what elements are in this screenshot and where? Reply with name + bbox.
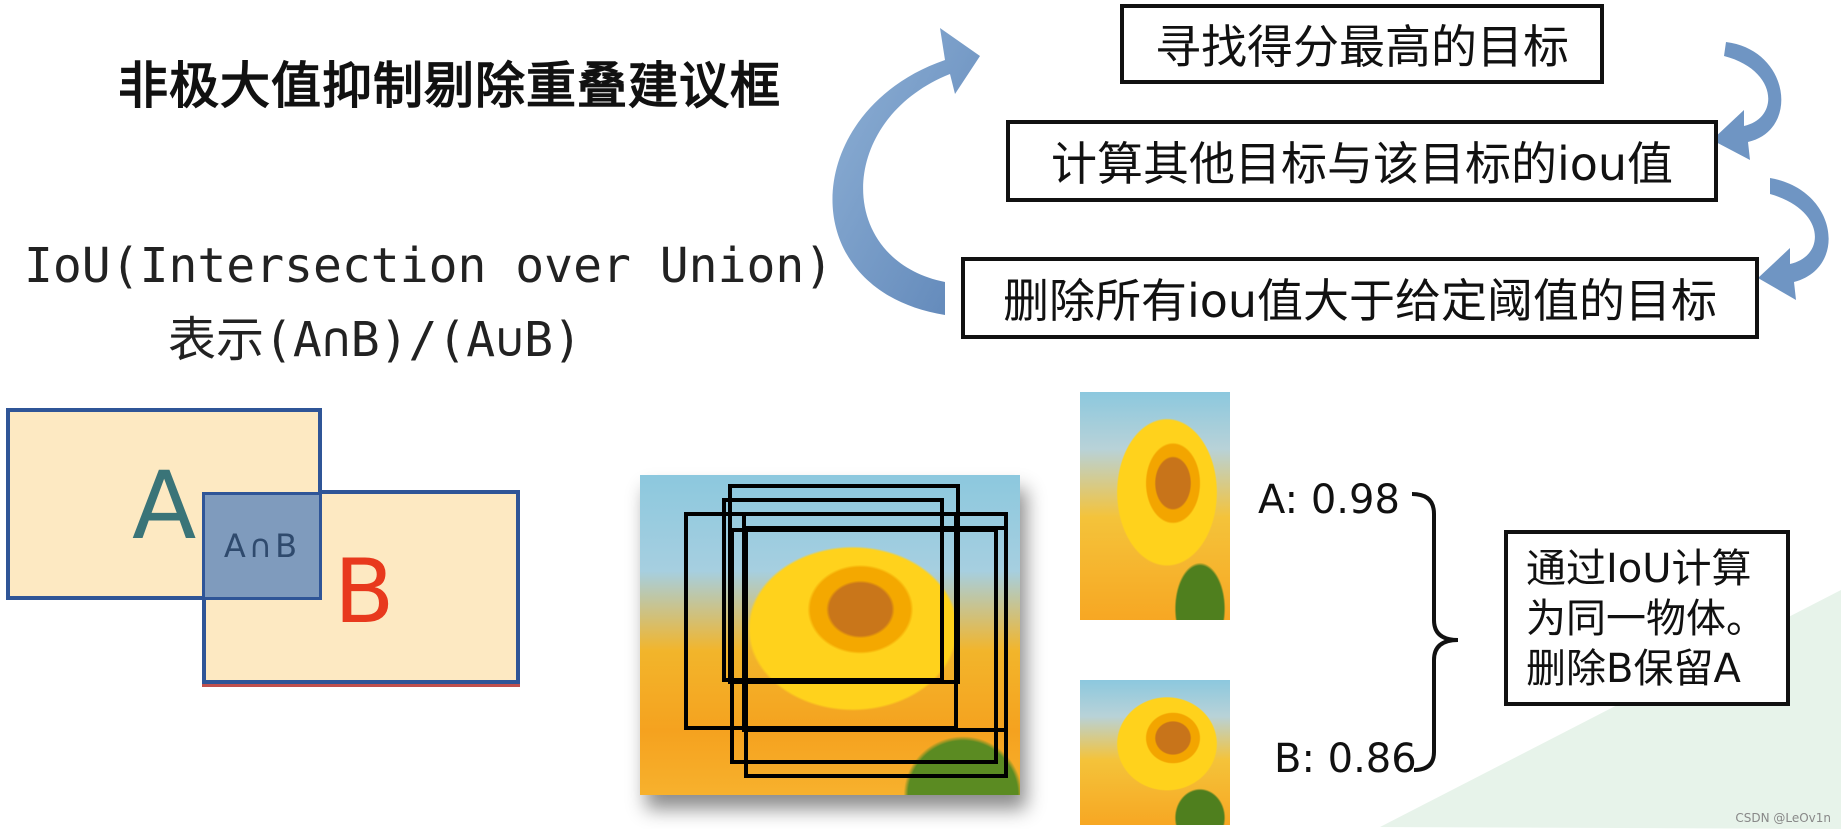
step2-to-step3-arrow-icon — [1758, 178, 1829, 300]
step1-to-step2-arrow-icon — [1712, 42, 1782, 160]
step-delete-above-threshold: 删除所有iou值大于给定阈值的目标 — [961, 257, 1759, 339]
score-b: B: 0.86 — [1274, 736, 1417, 782]
result-line2: 为同一物体。 — [1526, 596, 1766, 642]
candidate-b-thumbnail — [1080, 680, 1230, 825]
slide-title: 非极大值抑制剔除重叠建议框 — [118, 57, 781, 115]
score-a: A: 0.98 — [1258, 477, 1400, 523]
step-compute-iou: 计算其他目标与该目标的iou值 — [1006, 120, 1718, 202]
result-line3: 删除B保留A — [1526, 646, 1741, 692]
iou-definition-line1: IoU(Intersection over Union) — [24, 238, 834, 294]
intersection-region: A∩B — [202, 492, 322, 600]
brace-icon — [1411, 492, 1459, 772]
proposal-box — [722, 498, 944, 682]
result-box: 通过IoU计算 为同一物体。 删除B保留A — [1504, 530, 1790, 706]
label-a: A — [132, 452, 197, 561]
label-b: B — [334, 540, 395, 643]
intersection-label: A∩B — [223, 527, 301, 565]
candidate-a-thumbnail — [1080, 392, 1230, 620]
iou-definition-line2: 表示(A∩B)/(A∪B) — [168, 312, 582, 368]
loop-arrow-icon — [832, 28, 980, 315]
watermark: CSDN @LeOv1n — [1735, 811, 1831, 825]
proposal-box — [730, 528, 998, 764]
proposal-box — [744, 526, 1008, 778]
step-find-highest-score: 寻找得分最高的目标 — [1120, 4, 1604, 84]
result-line1: 通过IoU计算 — [1526, 546, 1752, 592]
